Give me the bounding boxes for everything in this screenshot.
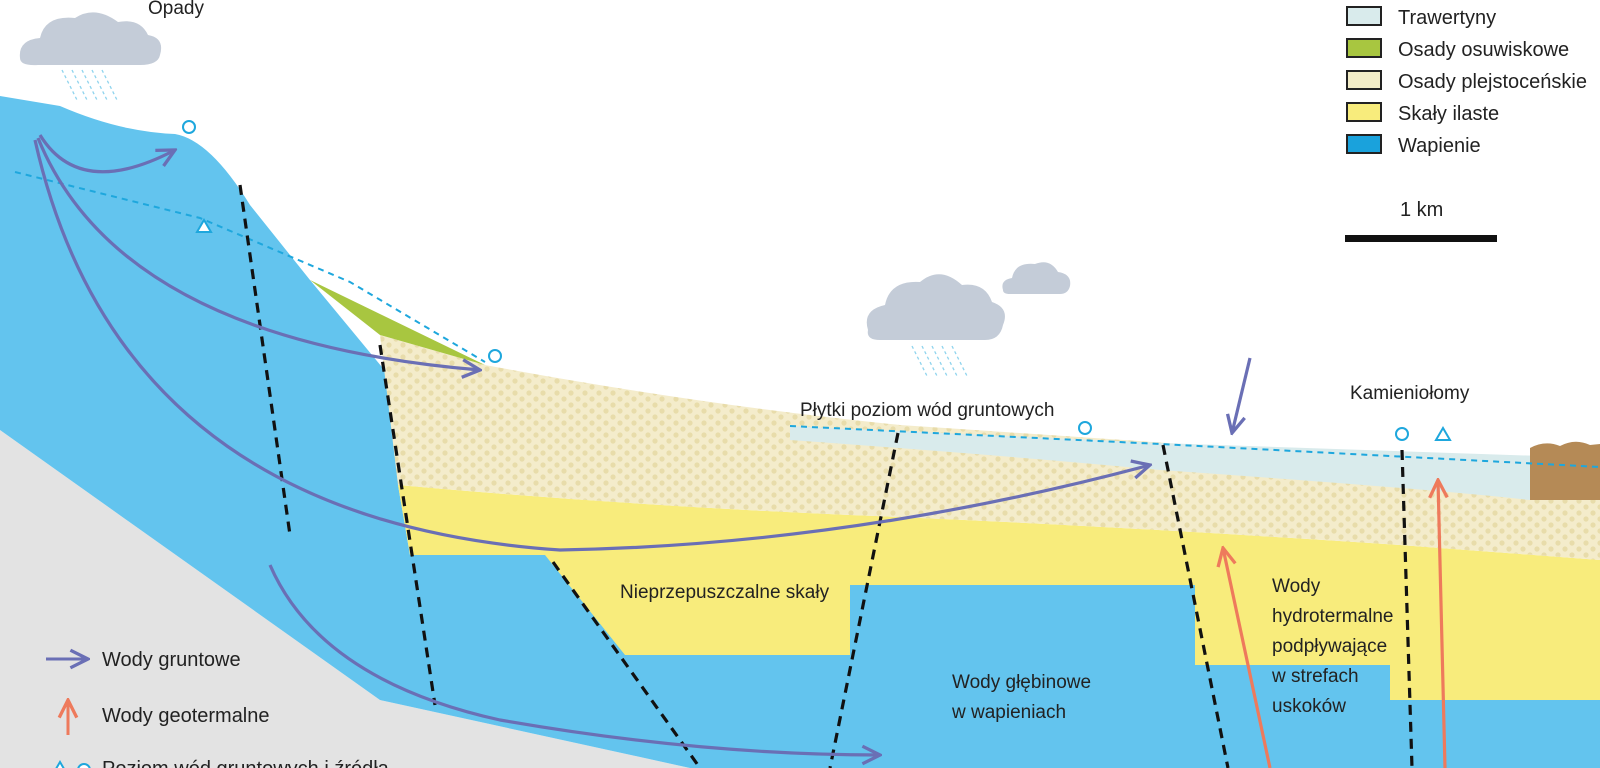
water-level-marker-1 (195, 218, 213, 233)
label-hydrothermal-3: podpływające (1272, 636, 1387, 657)
legend-item-travertine: Trawertyny (1346, 6, 1496, 29)
groundwater-arrow-5 (1232, 357, 1252, 433)
line-legend: Wody gruntowe Wody geotermalne Poziom wó… (46, 649, 390, 768)
geothermal-arrow-2 (1438, 480, 1445, 768)
spring-marker-1 (182, 120, 196, 134)
scale-label: 1 km (1400, 199, 1443, 221)
label-shallow-water: Płytki poziom wód gruntowych (800, 400, 1055, 421)
spring-marker-3 (1078, 421, 1092, 435)
cloud-icon-small (1002, 262, 1071, 294)
water-level-marker-2 (1434, 426, 1452, 441)
water-table-line-upper (14, 171, 486, 363)
label-hydrothermal-2: hydrotermalne (1272, 606, 1393, 627)
travertine-layer (790, 426, 1600, 500)
limestone-layer (0, 96, 1600, 768)
label-deep-water-2: w wapieniach (951, 702, 1066, 723)
scale-bar (1345, 235, 1497, 242)
legend-item-pleistocene: Osady plejstoceńskie (1346, 70, 1587, 93)
legend-item-clay: Skały ilaste (1346, 102, 1499, 125)
layer-legend: Trawertyny Osady osuwiskowe Osady plejst… (1346, 6, 1587, 157)
geothermal-arrow-1 (1223, 548, 1272, 768)
fault-6 (1400, 449, 1414, 768)
label-deep-water-1: Wody głębinowe (952, 672, 1091, 693)
spring-marker-4 (1395, 427, 1409, 441)
legend-item-landslide: Osady osuwiskowe (1346, 38, 1569, 61)
fault-5 (1161, 444, 1230, 768)
label-quarries: Kamieniołomy (1350, 383, 1470, 404)
legend-water-level-triangle-icon (55, 760, 65, 768)
legend-groundwater-label: Wody gruntowe (102, 649, 241, 671)
rain-cloud-icon-2 (866, 274, 1005, 379)
svg-text:Osady plejstoceńskie: Osady plejstoceńskie (1398, 71, 1587, 93)
limestone-lower-block (625, 655, 850, 768)
fault-2 (378, 344, 437, 706)
svg-text:Skały ilaste: Skały ilaste (1398, 103, 1499, 125)
svg-text:Osady osuwiskowe: Osady osuwiskowe (1398, 39, 1569, 61)
groundwater-arrow-1 (38, 134, 175, 174)
label-impermeable: Nieprzepuszczalne skały (620, 582, 830, 603)
bedrock-layer (0, 430, 690, 768)
rain-cloud-icon-1 (19, 12, 162, 103)
label-hydrothermal-1: Wody (1272, 576, 1321, 597)
landslide-layer (310, 280, 485, 365)
clay-layer (398, 485, 1600, 700)
water-table-line-lower (789, 425, 1600, 468)
svg-text:Trawertyny: Trawertyny (1398, 7, 1496, 29)
fault-3 (551, 561, 702, 768)
svg-text:Wapienie: Wapienie (1398, 135, 1481, 157)
spring-marker-2 (488, 349, 502, 363)
legend-water-level-label: Poziom wód gruntowych i źródła (102, 758, 390, 768)
groundwater-arrow-3 (33, 139, 1150, 552)
legend-geothermal-label: Wody geotermalne (102, 705, 270, 727)
legend-spring-circle-icon (77, 763, 91, 768)
groundwater-arrow-4 (268, 564, 880, 755)
label-rain: Opady (148, 0, 204, 19)
legend-item-limestone: Wapienie (1346, 134, 1481, 157)
groundwater-arrow-2 (36, 137, 480, 370)
label-hydrothermal-4: w strefach (1271, 666, 1359, 687)
label-hydrothermal-5: uskoków (1272, 696, 1346, 717)
fault-4 (828, 432, 900, 768)
quarry-hill (1530, 441, 1600, 500)
fault-1 (238, 184, 292, 536)
